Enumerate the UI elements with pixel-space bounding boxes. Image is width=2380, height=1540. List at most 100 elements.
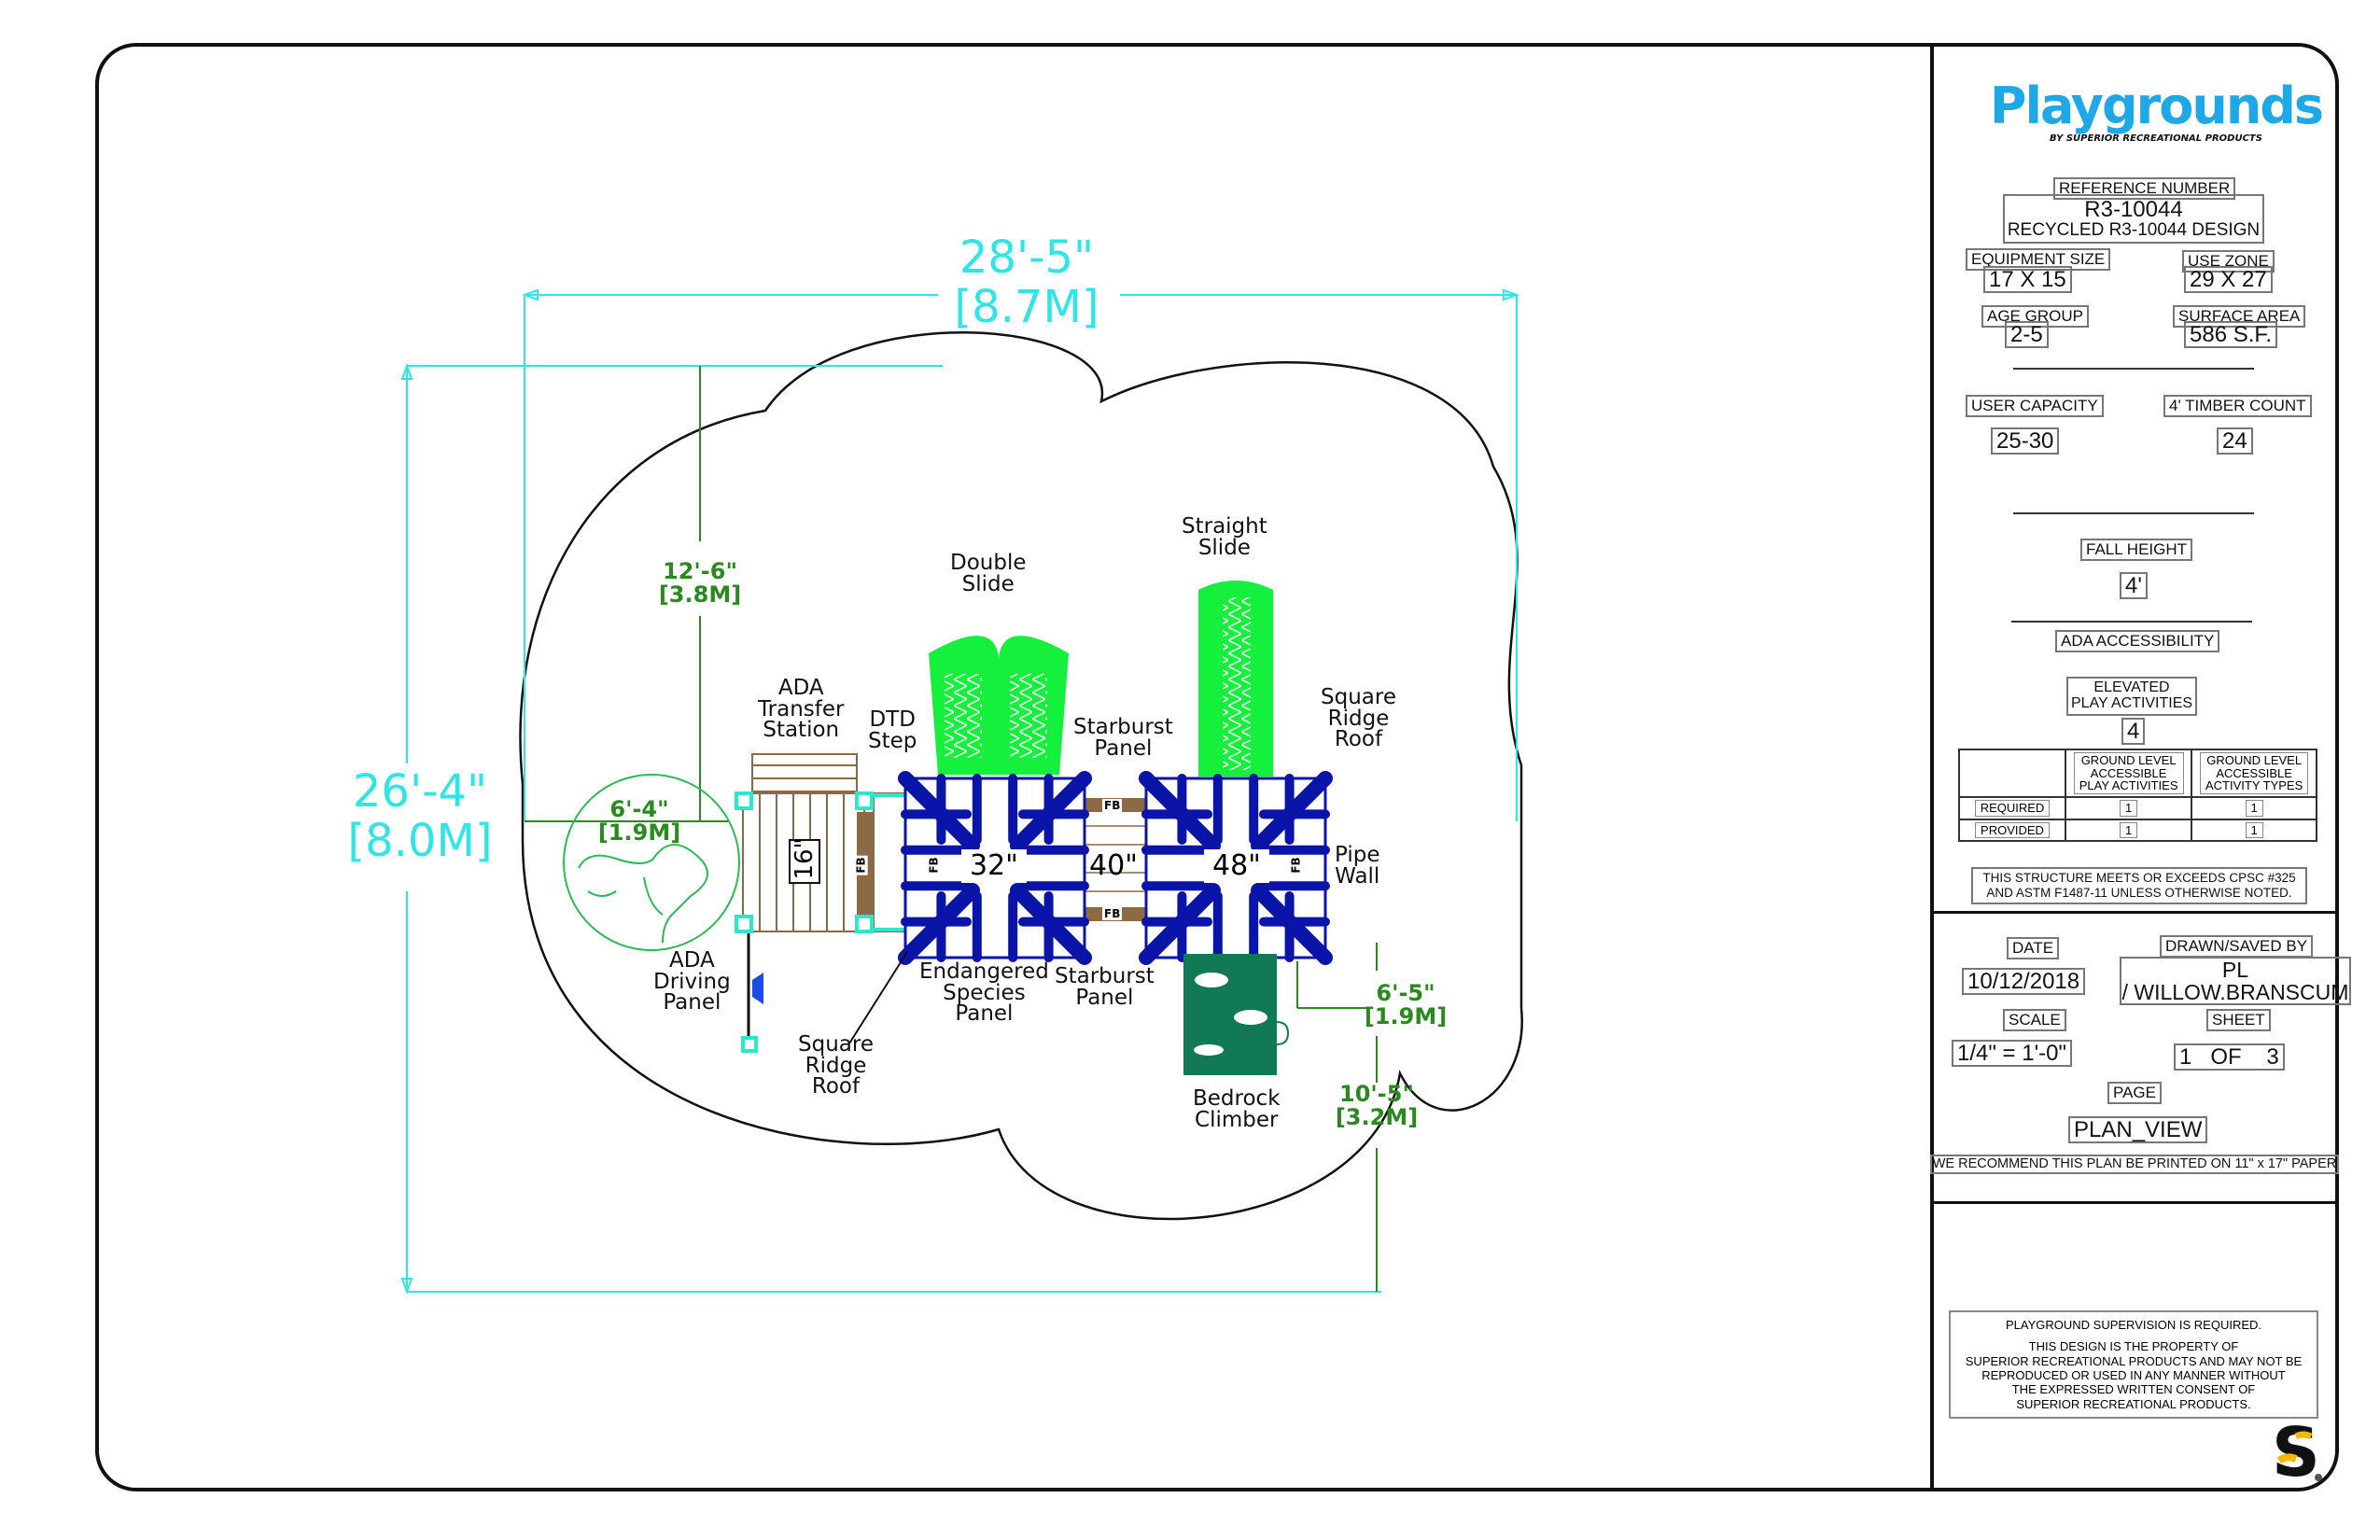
section-divider xyxy=(1932,911,2339,914)
callout-line: Ridge xyxy=(805,1053,867,1078)
date-label: DATE xyxy=(2007,937,2060,959)
title-block-divider xyxy=(1930,43,1934,1491)
scale-label: SCALE xyxy=(2003,1009,2066,1031)
ada-accessibility-table: GROUND LEVEL ACCESSIBLE PLAY ACTIVITIES … xyxy=(1958,749,2317,843)
transfer-height-label: 16" xyxy=(791,837,819,880)
playgrounds-logo: Playgrounds BY SUPERIOR RECREATIONAL PRO… xyxy=(1969,77,2343,144)
callout-line: Slide xyxy=(961,571,1015,596)
setback-dimension-lines xyxy=(525,366,1378,1292)
reference-number-label: REFERENCE NUMBER xyxy=(2053,177,2236,200)
timber-count-label: 4' TIMBER COUNT xyxy=(2163,395,2312,417)
bottom-setback-label: 10'-5" [3.2M] xyxy=(1335,1081,1419,1131)
age-group-value: 2-5 xyxy=(2005,321,2049,349)
page-value: PLAN_VIEW xyxy=(2068,1116,2208,1144)
callout-line: ADA xyxy=(668,948,715,973)
ada-circle-label: 6'-4" [1.9M] xyxy=(597,796,681,847)
table-row: REQUIRED 1 1 xyxy=(1958,795,2317,820)
supervision-notice: PLAYGROUND SUPERVISION IS REQUIRED. THIS… xyxy=(1949,1310,2318,1419)
climber-offset-label: 6'-5" [1.9M] xyxy=(1364,980,1448,1030)
overall-depth-label: 26'-4" [8.0M] xyxy=(347,765,493,867)
ada-col2-header: GROUND LEVEL ACCESSIBLE ACTIVITY TYPES xyxy=(2200,752,2309,794)
fall-height-value: 4' xyxy=(2120,572,2148,600)
deck-right-height-label: 48" xyxy=(1204,849,1269,883)
use-zone-label: USE ZONE xyxy=(2182,250,2275,273)
callout-line: Square xyxy=(1321,685,1396,709)
print-recommendation: WE RECOMMEND THIS PLAN BE PRINTED ON 11"… xyxy=(1930,1155,2339,1175)
date-value: 10/12/2018 xyxy=(1962,968,2086,996)
callout-line: Panel xyxy=(955,1001,1014,1027)
reference-number: R3-10044 xyxy=(2084,197,2183,222)
callout-line: Climber xyxy=(1195,1107,1279,1132)
user-capacity-label: USER CAPACITY xyxy=(1966,395,2104,417)
drawn-by-value: PL / WILLOW.BRANSCUM xyxy=(2120,957,2351,1006)
divider xyxy=(2013,512,2254,514)
fb-tag: FB xyxy=(854,855,868,875)
surface-area-label: SURFACE AREA xyxy=(2173,305,2306,328)
sheet-value: 1 OF 3 xyxy=(2174,1043,2285,1071)
fb-tag: FB xyxy=(927,855,941,875)
straight-slide xyxy=(1198,581,1273,777)
ada-transfer-station xyxy=(735,753,906,1053)
scale-value: 1/4" = 1'-0" xyxy=(1952,1040,2073,1068)
callout-line: DTD xyxy=(869,707,916,732)
section-divider xyxy=(1932,1201,2339,1204)
surface-area-value: 586 S.F. xyxy=(2184,321,2278,349)
callout-line: Panel xyxy=(1075,985,1134,1010)
callout-line: Panel xyxy=(663,990,721,1015)
drawing-sheet-border xyxy=(95,43,2339,1491)
callout-line: Double xyxy=(950,551,1027,575)
callout-line: Endangered xyxy=(919,959,1049,984)
overall-depth-dimension xyxy=(400,363,1381,1295)
fb-tag: FB xyxy=(1289,855,1303,875)
bedrock-climber xyxy=(1183,954,1290,1075)
use-zone-outline xyxy=(519,331,1523,1221)
sheet-label: SHEET xyxy=(2206,1009,2271,1031)
age-group-label: AGE GROUP xyxy=(1981,305,2089,328)
reference-number-box: R3-10044 RECYCLED R3-10044 DESIGN xyxy=(2003,194,2264,245)
callout-line: Station xyxy=(763,718,840,743)
double-slide xyxy=(929,636,1069,775)
elevated-play-label: ELEVATED PLAY ACTIVITIES xyxy=(2066,677,2197,716)
page-label: PAGE xyxy=(2107,1082,2162,1104)
callout-line: Driving xyxy=(653,969,731,994)
equipment-size-value: 17 X 15 xyxy=(1983,266,2072,294)
left-setback-label: 12'-6" [3.8M] xyxy=(658,558,742,609)
superior-s-logo: S xyxy=(2272,1423,2322,1485)
logo-subtitle: BY SUPERIOR RECREATIONAL PRODUCTS xyxy=(2050,133,2262,144)
deck-left-height-label: 32" xyxy=(961,849,1027,883)
divider xyxy=(2013,368,2254,370)
callout-line: Starburst xyxy=(1055,964,1155,988)
bridge-height-label: 40" xyxy=(1089,849,1138,882)
callout-line: Wall xyxy=(1335,863,1380,889)
callout-line: ADA xyxy=(777,676,824,700)
divider xyxy=(2011,621,2252,623)
callout-line: Step xyxy=(868,728,917,753)
overall-width-dimension xyxy=(522,288,1519,821)
callout-line: Slide xyxy=(1197,535,1251,560)
logo-wordmark: Playgrounds xyxy=(1989,77,2324,135)
callout-line: Species xyxy=(943,980,1026,1005)
fall-height-label: FALL HEIGHT xyxy=(2080,539,2193,561)
elevated-play-value: 4 xyxy=(2121,718,2146,746)
user-capacity-value: 25-30 xyxy=(1991,427,2060,455)
callout-line: Bedrock xyxy=(1193,1086,1281,1111)
callout-line: Square xyxy=(798,1032,874,1057)
reference-description: RECYCLED R3-10044 DESIGN xyxy=(2007,220,2261,241)
s-logo-letter: S xyxy=(2272,1423,2320,1485)
callout-line: Panel xyxy=(1094,735,1153,761)
callout-line: Pipe xyxy=(1335,843,1380,867)
ada-turning-circle xyxy=(563,774,740,951)
fb-tag: FB xyxy=(1102,907,1123,920)
timber-count-value: 24 xyxy=(2217,427,2253,455)
callout-line: Straight xyxy=(1182,514,1267,539)
ada-accessibility-label: ADA ACCESSIBILITY xyxy=(2055,630,2220,652)
